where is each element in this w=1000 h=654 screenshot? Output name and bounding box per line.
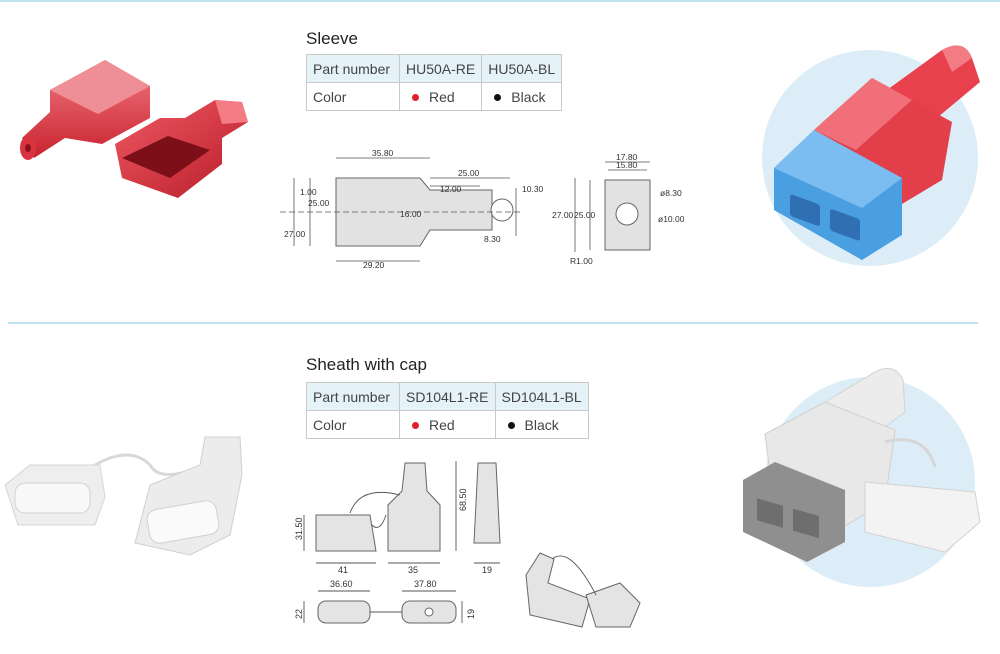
sleeve-spec-table: Part number HU50A-RE HU50A-BL Color Red …: [306, 54, 563, 111]
dim-label: 37.80: [414, 579, 437, 589]
color-label: Color: [306, 82, 400, 111]
part-number-red: HU50A-RE: [398, 54, 483, 83]
color-label: Color: [306, 410, 400, 439]
dim-label: R1.00: [570, 256, 593, 266]
cap-iso-view: [585, 582, 641, 628]
table-row: Color Red Black: [306, 82, 563, 111]
color-red-text: Red: [429, 416, 455, 433]
cap-side-view: [315, 514, 377, 552]
sheath-profile-view: [473, 462, 501, 544]
dim-label: 29.20: [363, 260, 385, 270]
sheath-connector-photo: [743, 367, 981, 587]
sheath-side-view: [387, 462, 441, 552]
color-red-cell: Red: [399, 410, 496, 439]
red-dot-icon: [412, 93, 419, 101]
dim-label: 25.00: [458, 168, 480, 178]
sheath-title: Sheath with cap: [306, 355, 427, 374]
color-black-text: Black: [511, 88, 546, 105]
dim-label: 19: [466, 609, 476, 619]
dim-label: 27.00: [552, 210, 574, 220]
dim-label: 22: [294, 609, 304, 619]
sleeve-photo: [20, 60, 248, 198]
table-row: Color Red Black: [306, 410, 589, 439]
dim-label: 31.50: [294, 517, 304, 540]
sheath-drawing: 31.50 41 68.50 35 19 36.60 37.80 22 19: [294, 461, 641, 628]
red-dot-icon: [412, 421, 419, 429]
dim-label: 25.00: [308, 198, 330, 208]
dim-label: 36.60: [330, 579, 353, 589]
color-black-text: Black: [524, 416, 559, 433]
dim-label: 1.00: [300, 187, 317, 197]
dim-label: 16.00: [400, 209, 422, 219]
color-red-cell: Red: [398, 82, 483, 111]
cap-top-view: [317, 600, 371, 624]
sleeve-title: Sleeve: [306, 29, 358, 48]
dim-label: 15.80: [616, 160, 638, 170]
color-black-cell: Black: [494, 410, 589, 439]
sleeve-connector-photo: [762, 45, 980, 266]
table-row: Part number SD104L1-RE SD104L1-BL: [306, 382, 589, 411]
dim-label: ø8.30: [660, 188, 682, 198]
dim-label: 8.30: [484, 234, 501, 244]
color-black-cell: Black: [481, 82, 563, 111]
sheath-spec-table: Part number SD104L1-RE SD104L1-BL Color …: [306, 382, 589, 439]
dim-label: 17.80: [616, 152, 638, 162]
dim-label: 25.00: [574, 210, 596, 220]
dim-label: 35.80: [372, 148, 394, 158]
part-number-label: Part number: [306, 382, 400, 411]
dim-label: 10.30: [522, 184, 544, 194]
table-row: Part number HU50A-RE HU50A-BL: [306, 54, 563, 83]
dim-label: 41: [338, 565, 348, 575]
sleeve-drawing: 35.80 25.00 12.00 10.30 1.00 25.00 27.00…: [280, 148, 685, 270]
section-divider-line: [8, 322, 978, 324]
dim-label: 35: [408, 565, 418, 575]
dim-label: 12.00: [440, 184, 462, 194]
sheath-photo: [4, 436, 243, 556]
sheath-iso-view: [525, 552, 591, 628]
color-red-text: Red: [429, 88, 455, 105]
part-number-black: SD104L1-BL: [494, 382, 589, 411]
part-number-label: Part number: [306, 54, 400, 83]
part-number-red: SD104L1-RE: [399, 382, 496, 411]
dim-label: ø10.00: [658, 214, 685, 224]
black-dot-icon: [494, 93, 502, 101]
dim-label: 68.50: [458, 488, 468, 511]
sleeve-side-view: [335, 177, 493, 247]
top-divider-line: [0, 0, 1000, 2]
dim-label: 27.00: [284, 229, 306, 239]
dim-label: 19: [482, 565, 492, 575]
black-dot-icon: [507, 421, 515, 429]
part-number-black: HU50A-BL: [481, 54, 563, 83]
